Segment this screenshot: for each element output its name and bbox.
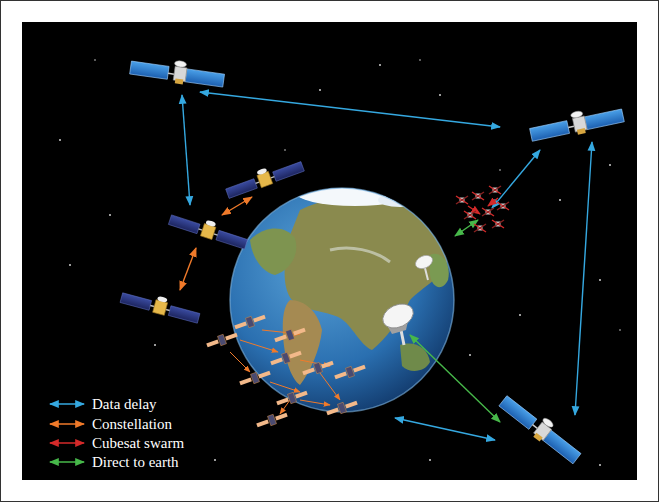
- stars: [59, 59, 621, 466]
- earth: [230, 178, 454, 412]
- legend-arrows: [50, 404, 84, 462]
- link-arrows: [180, 92, 592, 440]
- cubesat-swarm: [456, 186, 509, 232]
- constellation-satellites: [205, 312, 366, 430]
- space-background: [22, 22, 637, 480]
- legend-label: Cubesat swarm: [92, 434, 184, 452]
- legend-label: Direct to earth: [92, 453, 179, 471]
- ground-dishes: [379, 253, 435, 345]
- legend-label: Constellation: [92, 415, 172, 433]
- satellites: [120, 54, 625, 466]
- legend-label: Data delay: [92, 395, 157, 413]
